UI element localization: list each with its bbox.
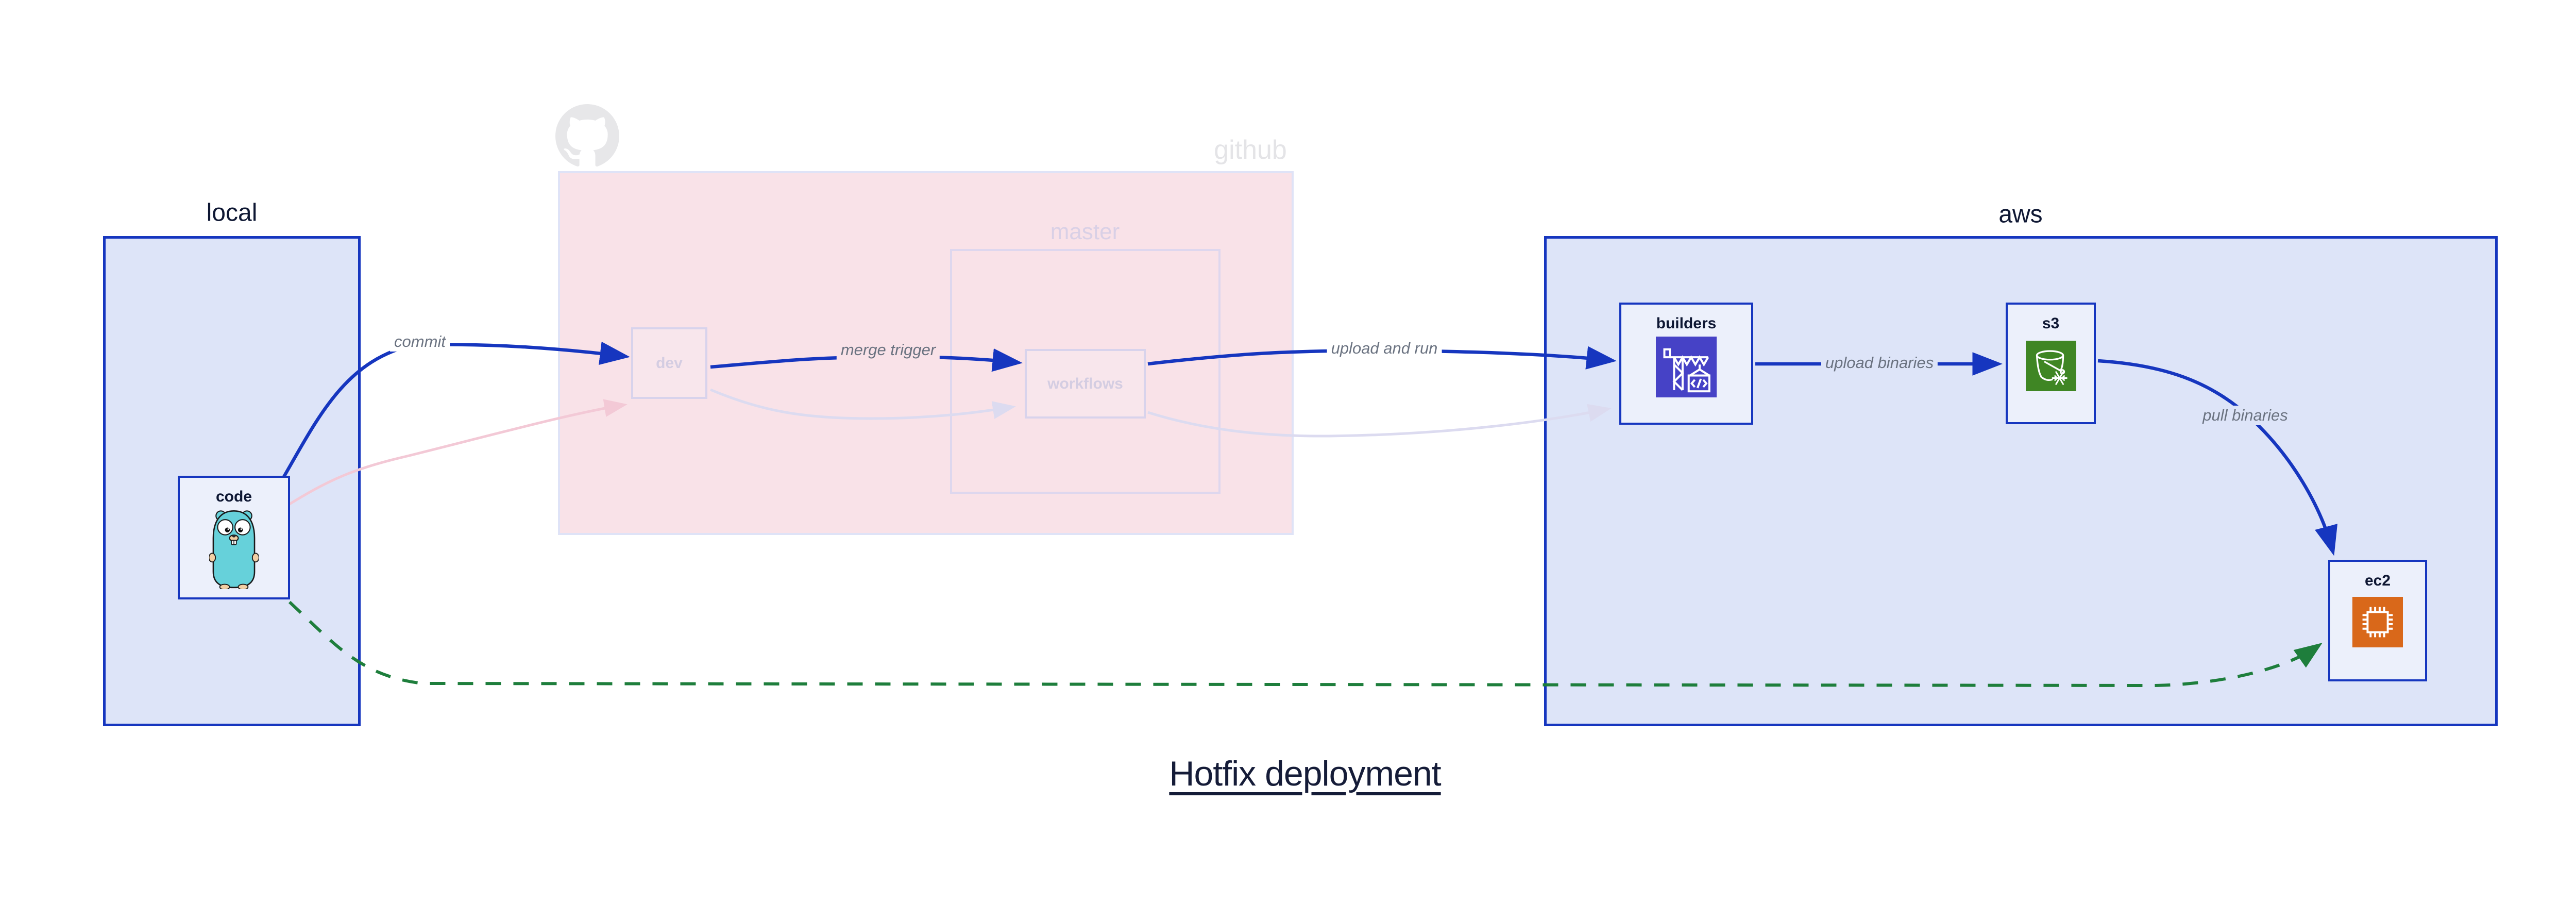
node-s3-label: s3 xyxy=(2042,315,2060,332)
edge-label-upload-and-run: upload and run xyxy=(1327,339,1442,358)
s3-glacier-bucket-icon xyxy=(2025,341,2076,391)
region-label-github: github xyxy=(1214,135,1287,165)
node-dev: dev xyxy=(631,327,707,399)
edge-label-commit: commit xyxy=(390,332,450,352)
node-builders: builders xyxy=(1619,303,1753,425)
node-code: code xyxy=(178,476,290,599)
edge-label-upload-binaries: upload binaries xyxy=(1821,353,1938,373)
edge-label-merge-trigger: merge trigger xyxy=(836,340,940,360)
node-dev-label: dev xyxy=(656,354,683,372)
github-logo-icon xyxy=(555,104,619,166)
region-master xyxy=(950,249,1221,494)
diagram-title: Hotfix deployment xyxy=(1169,754,1441,793)
edge-label-pull-binaries: pull binaries xyxy=(2198,406,2292,425)
node-s3: s3 xyxy=(2006,303,2096,424)
gopher-icon xyxy=(209,510,259,589)
node-workflows-label: workflows xyxy=(1047,375,1123,392)
region-label-local: local xyxy=(206,199,258,227)
region-label-aws: aws xyxy=(1998,201,2043,228)
node-ec2: ec2 xyxy=(2328,560,2427,681)
node-ec2-label: ec2 xyxy=(2364,572,2391,589)
node-code-label: code xyxy=(215,488,252,505)
codebuild-crane-icon xyxy=(1656,337,1717,397)
region-label-master: master xyxy=(1050,219,1120,244)
node-workflows: workflows xyxy=(1025,349,1146,419)
node-builders-label: builders xyxy=(1656,315,1717,332)
ec2-chip-icon xyxy=(2352,597,2403,647)
